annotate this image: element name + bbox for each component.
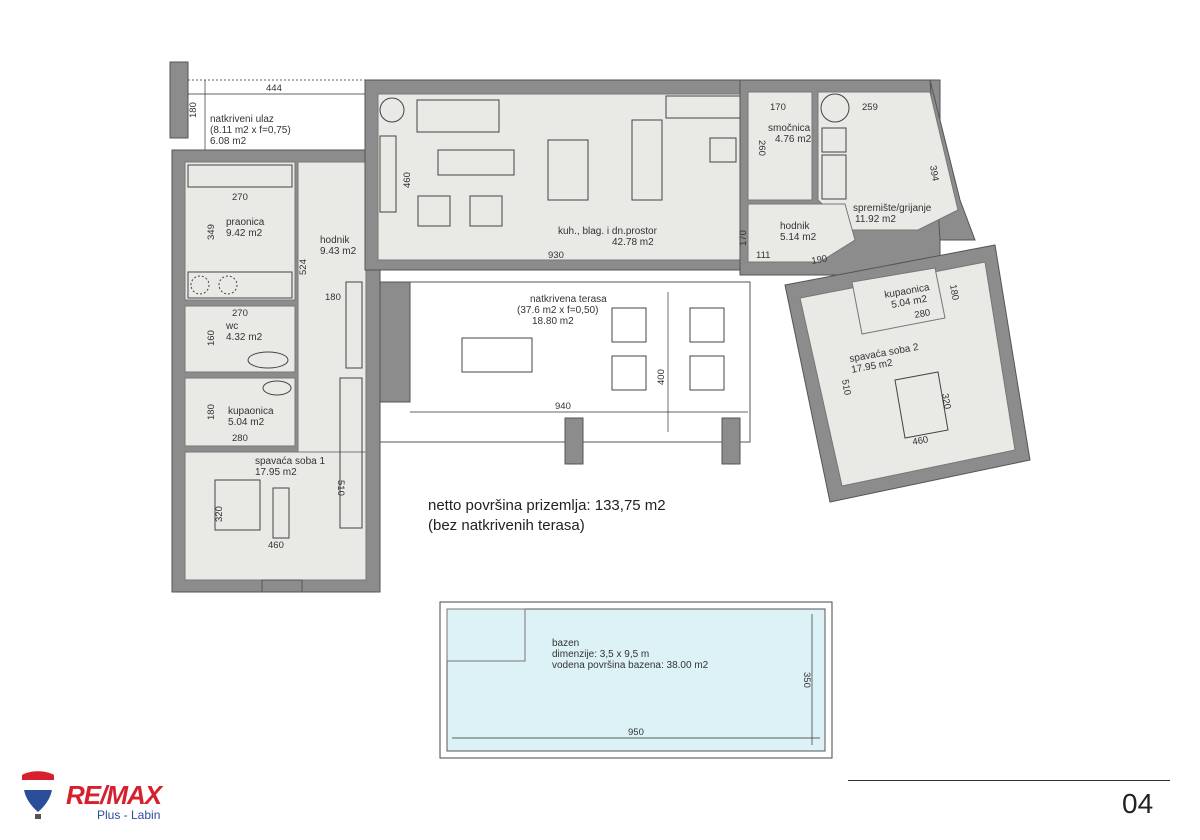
svg-text:111: 111 <box>756 250 770 261</box>
svg-text:510: 510 <box>839 379 853 397</box>
room-hodnik-right <box>747 203 856 263</box>
svg-text:280: 280 <box>232 433 248 444</box>
svg-text:270: 270 <box>232 192 248 203</box>
dim-entrance-w: 444 <box>266 83 282 94</box>
net-area-text: netto površina prizemlja: 133,75 m2 <box>428 497 666 514</box>
svg-text:320: 320 <box>939 393 953 411</box>
dim-entrance-h: 180 <box>188 102 199 118</box>
svg-text:180: 180 <box>325 292 341 303</box>
svg-text:510: 510 <box>335 480 346 496</box>
svg-text:524: 524 <box>298 259 309 275</box>
svg-text:400: 400 <box>656 369 667 385</box>
room-spremiste <box>817 91 959 231</box>
svg-text:259: 259 <box>862 102 878 113</box>
room-hodnik-left <box>297 161 367 453</box>
svg-text:460: 460 <box>268 540 284 551</box>
svg-text:280: 280 <box>914 307 932 321</box>
svg-text:180: 180 <box>947 284 961 302</box>
covered-terrace <box>379 281 751 443</box>
svg-text:270: 270 <box>232 308 248 319</box>
svg-text:350: 350 <box>801 672 812 688</box>
svg-text:160: 160 <box>206 330 217 346</box>
room-smocnica <box>747 91 813 201</box>
pool-water <box>446 608 826 752</box>
svg-text:180: 180 <box>206 404 217 420</box>
svg-text:460: 460 <box>912 434 930 448</box>
svg-text:394: 394 <box>927 165 941 183</box>
remax-balloon-logo <box>22 771 54 819</box>
entrance-column <box>169 61 189 139</box>
label-entrance: natkriveni ulaz(8.11 m2 x f=0,75)6.08 m2 <box>210 114 291 147</box>
svg-text:940: 940 <box>555 401 571 412</box>
footer-divider <box>848 780 1170 781</box>
svg-text:950: 950 <box>628 727 644 738</box>
room-kitchen-dining <box>377 93 749 261</box>
svg-text:460: 460 <box>402 172 413 188</box>
svg-text:170: 170 <box>770 102 786 113</box>
remax-office-name: Plus - Labin <box>97 808 161 822</box>
page-number: 04 <box>1122 788 1154 819</box>
label-terrace: natkrivena terasa(37.6 m2 x f=0,50)18.80… <box>517 294 607 327</box>
net-area-subtext: (bez natkrivenih terasa) <box>428 517 585 534</box>
svg-text:349: 349 <box>206 224 217 240</box>
remax-logo-text: RE/MAX <box>66 780 162 810</box>
room-wc <box>184 305 296 373</box>
svg-text:320: 320 <box>214 506 225 522</box>
svg-text:260: 260 <box>756 140 767 156</box>
net-area-note: netto površina prizemlja: 133,75 m2 (bez… <box>428 496 666 536</box>
room-kupaonica-1 <box>184 377 296 447</box>
svg-text:170: 170 <box>738 230 749 246</box>
svg-text:190: 190 <box>811 253 829 267</box>
svg-text:930: 930 <box>548 250 564 261</box>
room-kupaonica-2 <box>851 267 946 335</box>
